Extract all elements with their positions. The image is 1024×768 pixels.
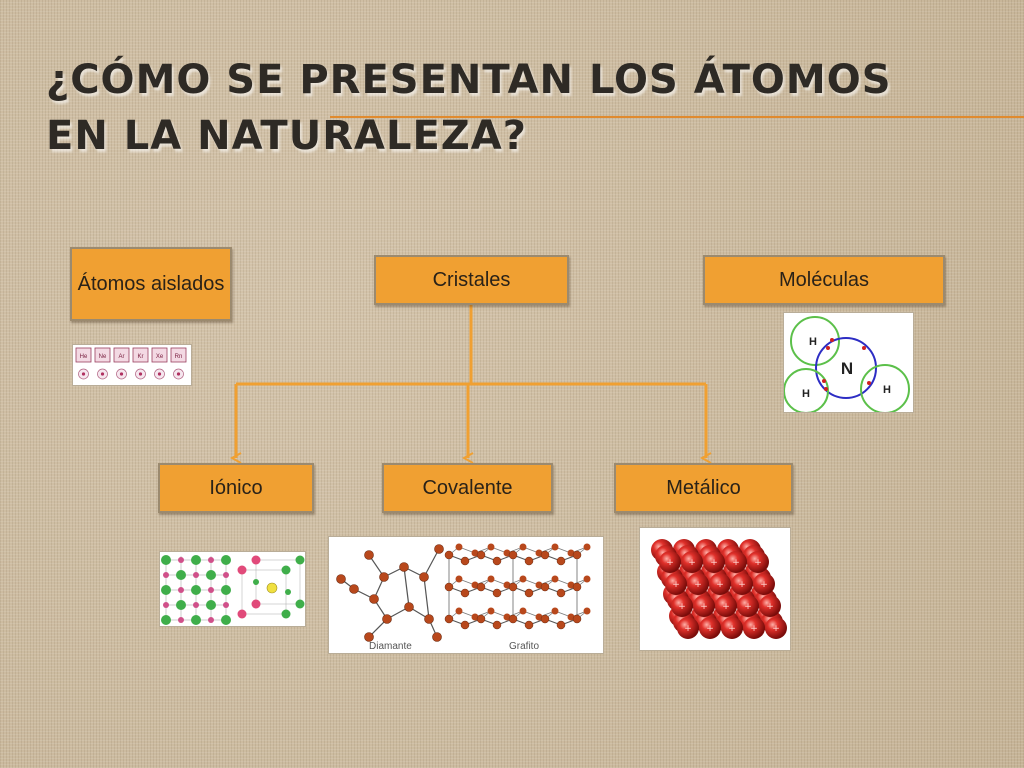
node-atomos-aislados: Átomos aislados <box>70 247 232 321</box>
node-ionico: Iónico <box>158 463 314 513</box>
svg-text:+: + <box>738 580 746 590</box>
svg-text:+: + <box>744 602 752 612</box>
svg-text:+: + <box>760 580 768 590</box>
svg-text:+: + <box>694 580 702 590</box>
node-metalico: Metálico <box>614 463 793 513</box>
caption-grafito: Grafito <box>509 641 539 652</box>
svg-text:+: + <box>750 624 758 634</box>
molecule-image: H N H H <box>783 312 914 414</box>
svg-text:+: + <box>684 624 692 634</box>
svg-text:+: + <box>716 580 724 590</box>
element-tile-label: Kr <box>138 354 144 360</box>
node-covalente: Covalente <box>382 463 553 513</box>
svg-text:+: + <box>766 602 774 612</box>
svg-text:+: + <box>710 558 718 568</box>
node-cristales: Cristales <box>374 255 569 305</box>
isolated-atoms-image: He Ne Ar Kr Xe Rn <box>72 344 192 386</box>
element-tile-label: Ar <box>119 354 125 360</box>
metallic-crystal-image: ++++++++++++++++++++++++++++++++++++++++… <box>639 527 791 651</box>
svg-text:+: + <box>772 624 780 634</box>
slide-title: ¿Cómo se presentan los átomos en la natu… <box>46 57 892 159</box>
svg-text:+: + <box>706 624 714 634</box>
svg-text:+: + <box>728 624 736 634</box>
caption-diamante: Diamante <box>369 641 412 652</box>
svg-text:+: + <box>678 602 686 612</box>
svg-text:+: + <box>732 558 740 568</box>
svg-text:+: + <box>666 558 674 568</box>
svg-text:+: + <box>700 602 708 612</box>
molecule-n-center: N <box>841 359 853 378</box>
svg-text:+: + <box>722 602 730 612</box>
element-tile-label: Xe <box>156 354 164 360</box>
covalent-crystal-image: Diamante Grafito <box>328 536 604 654</box>
node-moleculas: Moléculas <box>703 255 945 305</box>
molecule-h-top: H <box>809 336 817 348</box>
svg-text:+: + <box>672 580 680 590</box>
element-tile-label: He <box>80 354 88 360</box>
title-underline <box>330 116 1024 118</box>
element-tile-label: Rn <box>175 354 183 360</box>
svg-text:+: + <box>688 558 696 568</box>
svg-text:+: + <box>754 558 762 568</box>
molecule-h-left: H <box>802 388 810 400</box>
molecule-h-right: H <box>883 384 891 396</box>
ionic-crystal-image <box>159 551 306 627</box>
element-tile-label: Ne <box>99 354 107 360</box>
